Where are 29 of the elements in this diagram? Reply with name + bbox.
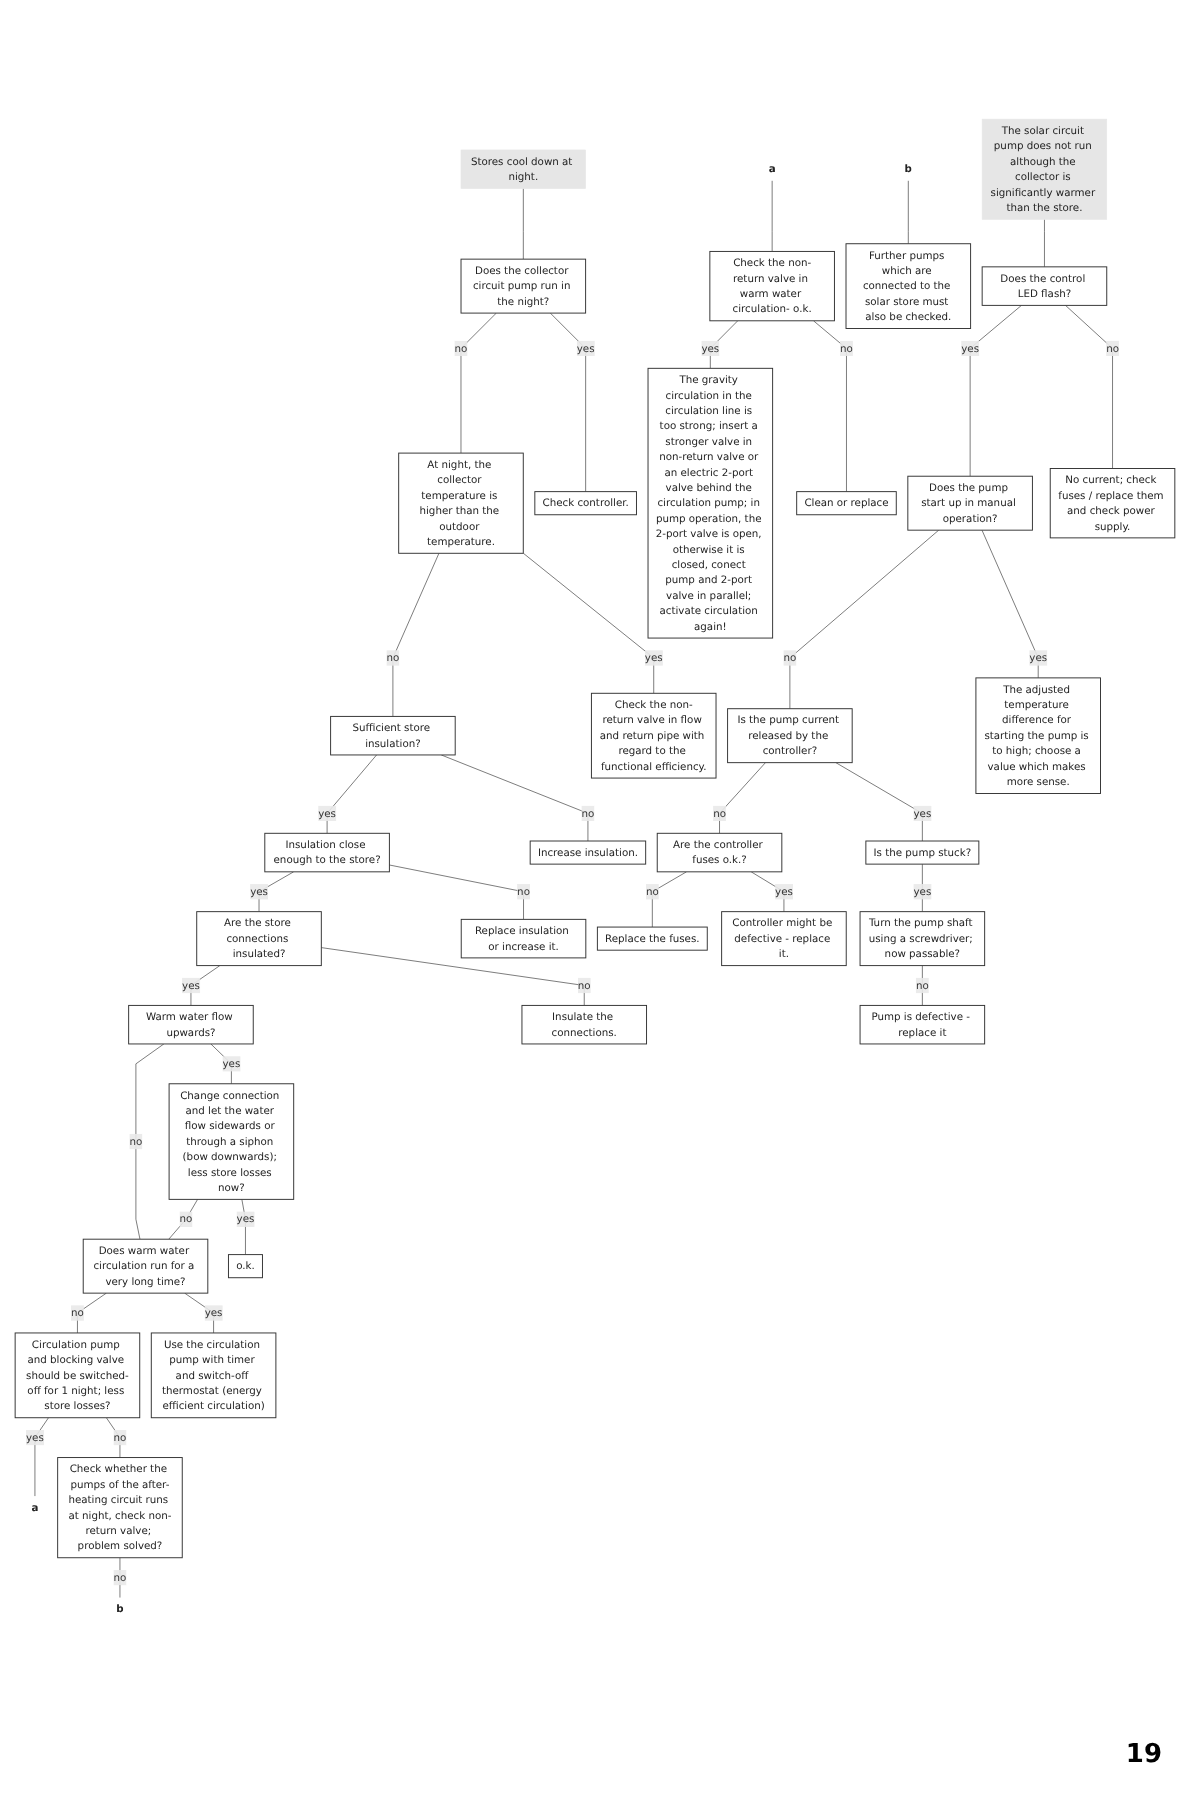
- connector: [969, 305, 1022, 477]
- connector: [1065, 305, 1113, 469]
- connector: [719, 762, 766, 834]
- connector: [34, 1417, 49, 1497]
- page-number: 19: [1125, 1740, 1162, 1770]
- connector: [907, 180, 909, 245]
- connector: [789, 529, 940, 710]
- connector: [813, 320, 847, 493]
- connector: [77, 1292, 107, 1334]
- connector: [321, 947, 585, 1006]
- connector: [326, 754, 377, 834]
- connector: [523, 188, 524, 260]
- connector: [922, 965, 923, 1006]
- connector: [922, 863, 923, 913]
- connector: [168, 1199, 198, 1240]
- connector: [135, 1043, 165, 1240]
- connector: [981, 529, 1039, 679]
- connector: [440, 754, 589, 842]
- connector: [750, 871, 785, 913]
- connector: [771, 180, 773, 252]
- connector: [835, 762, 923, 842]
- connector: [460, 312, 497, 454]
- connector: [710, 320, 739, 369]
- connector: [522, 553, 655, 694]
- connector: [550, 312, 586, 493]
- connector: [258, 871, 294, 913]
- connector: [1044, 219, 1045, 268]
- connector: [389, 864, 524, 920]
- connector: [392, 553, 440, 717]
